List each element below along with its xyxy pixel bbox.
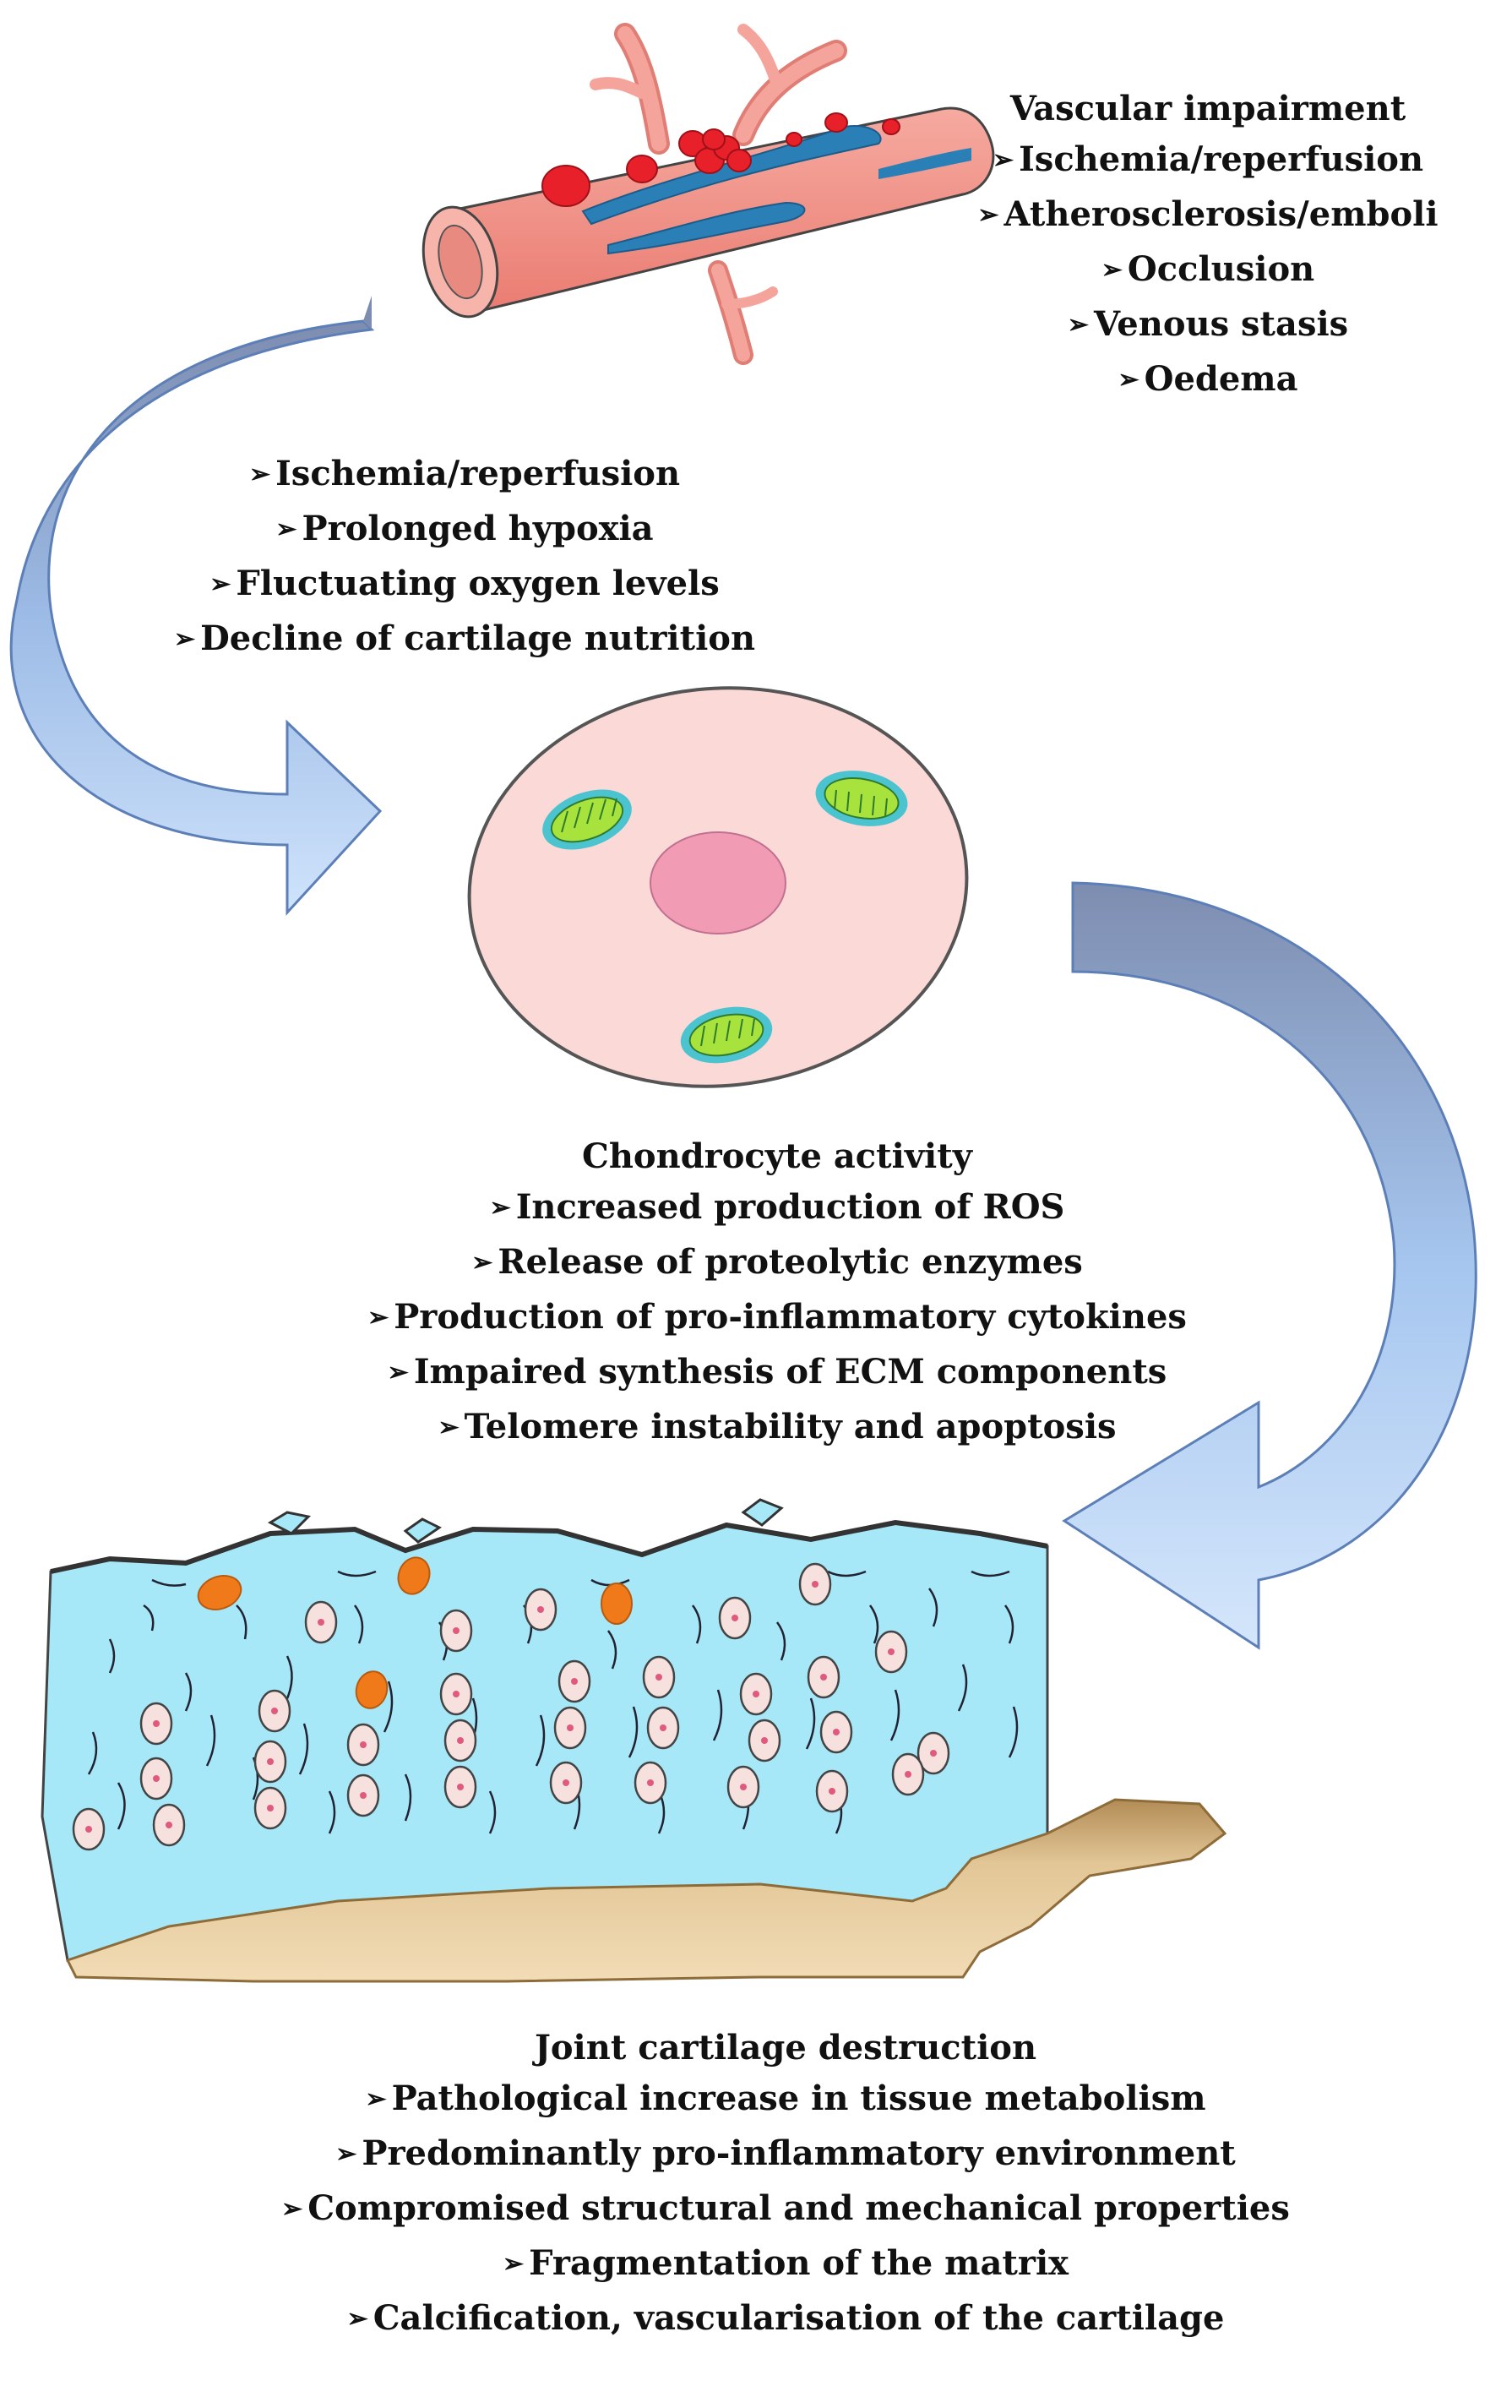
chondrocyte-activity-list: Increased production of ROS Release of p… (338, 1181, 1216, 1456)
vascular-impairment-block: Vascular impairment Ischemia/reperfusion… (955, 84, 1461, 408)
list-item: Increased production of ROS (338, 1181, 1216, 1236)
list-item: Telomere instability and apoptosis (338, 1401, 1216, 1456)
list-item: Production of pro-inflammatory cytokines (338, 1291, 1216, 1346)
blood-vessel (422, 23, 995, 365)
list-item: Pathological increase in tissue metaboli… (245, 2073, 1326, 2127)
vascular-impairment-list: Ischemia/reperfusion Atherosclerosis/emb… (955, 133, 1461, 408)
list-item: Release of proteolytic enzymes (338, 1236, 1216, 1291)
arrow-cell-to-cartilage (1062, 881, 1477, 1650)
hypoxia-list: Ischemia/reperfusion Prolonged hypoxia F… (144, 448, 786, 667)
list-item: Ischemia/reperfusion (955, 133, 1461, 188)
vascular-impairment-heading: Vascular impairment (1009, 89, 1406, 128)
list-item: Oedema (955, 353, 1461, 408)
hypoxia-block: Ischemia/reperfusion Prolonged hypoxia F… (144, 448, 786, 667)
joint-cartilage-destruction-list: Pathological increase in tissue metaboli… (245, 2073, 1326, 2347)
chondrocyte (467, 686, 969, 1088)
mitochondrion (680, 1006, 773, 1064)
list-item: Fluctuating oxygen levels (144, 558, 786, 613)
mitochondrion (815, 771, 908, 826)
list-item: Predominantly pro-inflammatory environme… (245, 2127, 1326, 2182)
list-item: Occlusion (955, 243, 1461, 298)
list-item: Decline of cartilage nutrition (144, 613, 786, 667)
chondrocyte-activity-block: Chondrocyte activity Increased productio… (338, 1132, 1216, 1456)
list-item: Venous stasis (955, 298, 1461, 353)
list-item: Fragmentation of the matrix (245, 2237, 1326, 2292)
chondrocyte-activity-heading: Chondrocyte activity (582, 1136, 972, 1176)
list-item: Impaired synthesis of ECM components (338, 1346, 1216, 1401)
arrow-vessel-to-cell (9, 296, 383, 916)
joint-cartilage (41, 1498, 1227, 1983)
list-item: Compromised structural and mechanical pr… (245, 2182, 1326, 2237)
list-item: Calcification, vascularisation of the ca… (245, 2292, 1326, 2347)
joint-cartilage-destruction-heading: Joint cartilage destruction (534, 2028, 1037, 2068)
joint-cartilage-destruction-block: Joint cartilage destruction Pathological… (245, 2024, 1326, 2347)
mitochondrion (542, 789, 632, 850)
list-item: Ischemia/reperfusion (144, 448, 786, 503)
list-item: Atherosclerosis/emboli (955, 188, 1461, 243)
list-item: Prolonged hypoxia (144, 503, 786, 558)
